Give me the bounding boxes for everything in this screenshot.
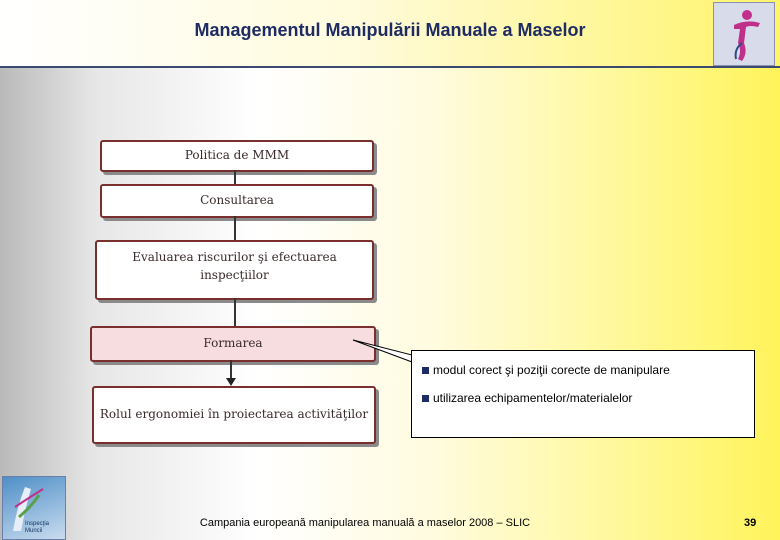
flow-box-risk-line2: inspecţiilor <box>200 268 269 282</box>
flow-box-consultation: Consultarea <box>100 184 374 218</box>
connector-line <box>230 360 232 380</box>
flow-box-risk-evaluation: Evaluarea riscurilor şi efectuarea inspe… <box>95 240 374 300</box>
slide-title: Managementul Manipulării Manuale a Masel… <box>194 20 586 40</box>
callout-item: modul corect şi poziţii corecte de manip… <box>422 363 670 377</box>
square-bullet-icon <box>422 395 429 403</box>
flow-box-training: Formarea <box>90 326 376 362</box>
flow-box-ergonomics: Rolul ergonomiei în proiectarea activită… <box>92 386 376 444</box>
logo-text-line1: Inspecţia <box>25 521 50 527</box>
slide-footer: Campania europeană manipularea manuală a… <box>199 517 531 529</box>
slide-header: Managementul Manipulării Manuale a Masel… <box>0 0 780 68</box>
flow-box-ergonomics-label: Rolul ergonomiei în proiectarea activită… <box>99 407 369 421</box>
training-callout: modul corect şi poziţii corecte de manip… <box>411 350 755 438</box>
connector-line <box>234 298 236 326</box>
callout-pointer <box>352 339 417 363</box>
labour-inspection-logo-icon: Inspecţia Muncii <box>2 476 66 540</box>
flow-box-consultation-label: Consultarea <box>200 193 274 207</box>
flow-box-training-label: Formarea <box>203 336 263 350</box>
page-number: 39 <box>744 517 757 529</box>
connector-line <box>234 216 236 240</box>
square-bullet-icon <box>422 367 429 375</box>
flow-box-policy: Politica de MMM <box>100 140 374 172</box>
logo-text-line2: Muncii <box>25 528 43 534</box>
flow-box-risk-line1: Evaluarea riscurilor şi efectuarea <box>132 250 337 264</box>
callout-item-text: modul corect şi poziţii corecte de manip… <box>433 363 670 377</box>
flow-box-policy-label: Politica de MMM <box>184 148 290 162</box>
arrow-down-icon <box>226 378 236 386</box>
connector-line <box>234 170 236 184</box>
figure-logo-icon <box>713 2 775 66</box>
callout-item: utilizarea echipamentelor/materialelor <box>422 391 632 405</box>
callout-item-text: utilizarea echipamentelor/materialelor <box>433 391 633 405</box>
